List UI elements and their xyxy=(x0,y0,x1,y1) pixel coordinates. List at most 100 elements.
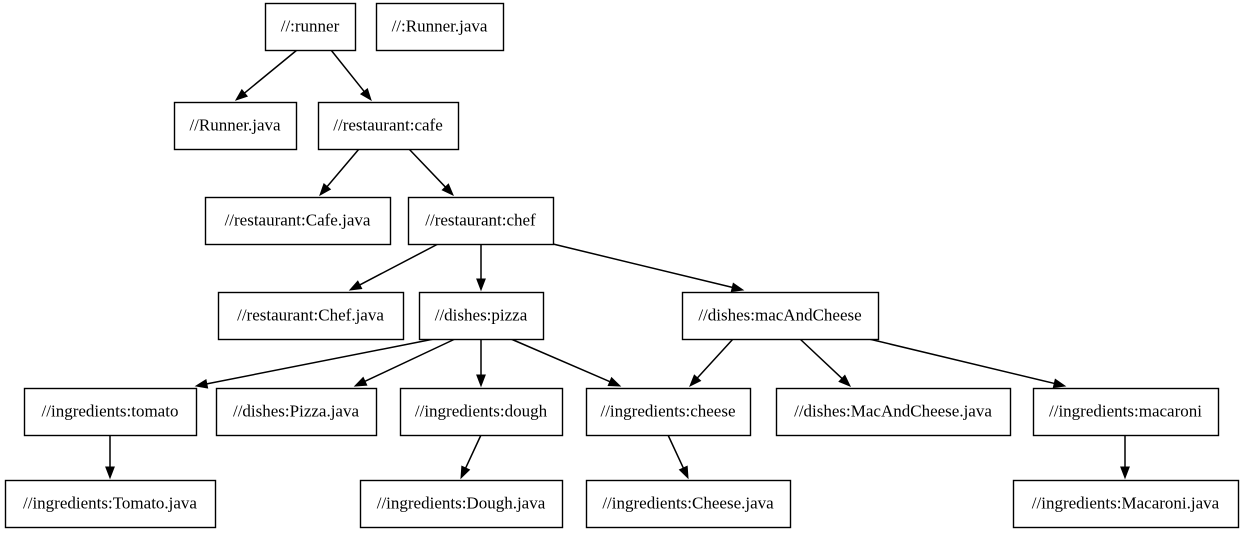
graph-node-chef_java[interactable]: //restaurant:Chef.java xyxy=(217,291,405,341)
node-label: //dishes:Pizza.java xyxy=(233,401,360,420)
edge-arrowhead xyxy=(319,183,332,197)
graph-edge xyxy=(353,338,456,387)
node-box[interactable] xyxy=(317,101,460,151)
edge-arrowhead xyxy=(1052,378,1067,389)
graph-node-macaroni_java[interactable]: //ingredients:Macaroni.java xyxy=(1012,479,1240,529)
node-label: //dishes:macAndCheese xyxy=(698,305,861,324)
graph-node-tomato_java[interactable]: //ingredients:Tomato.java xyxy=(4,479,217,529)
edge-arrowhead xyxy=(1120,466,1130,480)
edge-shaft xyxy=(244,49,298,94)
edge-shaft xyxy=(799,338,843,380)
edge-shaft xyxy=(696,338,734,379)
node-box[interactable] xyxy=(775,387,1012,437)
node-label: //ingredients:Tomato.java xyxy=(23,493,197,512)
edges-layer xyxy=(105,49,1130,480)
node-label: //restaurant:Cafe.java xyxy=(225,210,371,229)
edge-arrowhead xyxy=(105,466,115,480)
edge-arrowhead xyxy=(348,280,363,291)
edge-arrowhead xyxy=(441,183,454,197)
node-box[interactable] xyxy=(215,387,378,437)
node-label: //ingredients:cheese xyxy=(600,401,735,420)
graph-edge xyxy=(476,339,486,388)
graph-node-ing_cheese[interactable]: //ingredients:cheese xyxy=(585,387,752,437)
node-box[interactable] xyxy=(217,291,405,341)
graph-node-mac_java[interactable]: //dishes:MacAndCheese.java xyxy=(775,387,1012,437)
edge-shaft xyxy=(330,49,365,92)
graph-edge xyxy=(799,338,852,387)
node-label: //restaurant:Chef.java xyxy=(237,305,384,324)
node-box[interactable] xyxy=(585,479,792,529)
edge-shaft xyxy=(667,434,685,469)
node-label: //ingredients:Dough.java xyxy=(377,493,546,512)
node-box[interactable] xyxy=(418,291,545,341)
edge-arrowhead xyxy=(730,282,745,293)
node-label: //ingredients:macaroni xyxy=(1049,401,1202,420)
graph-edge xyxy=(330,49,372,102)
graph-edge xyxy=(408,148,454,197)
graph-node-pizza_java[interactable]: //dishes:Pizza.java xyxy=(215,387,378,437)
graph-node-dough_java[interactable]: //ingredients:Dough.java xyxy=(359,479,564,529)
node-box[interactable] xyxy=(1012,479,1240,529)
edge-shaft xyxy=(408,148,446,188)
graph-edge xyxy=(689,338,734,388)
graph-node-ing_macaroni[interactable]: //ingredients:macaroni xyxy=(1032,387,1220,437)
graph-edge xyxy=(105,435,115,480)
graph-node-dishes_pizza[interactable]: //dishes:pizza xyxy=(418,291,545,341)
node-box[interactable] xyxy=(204,196,392,246)
edge-arrowhead xyxy=(607,376,622,387)
graph-node-runner_java_root[interactable]: //:Runner.java xyxy=(375,2,505,52)
graph-edge xyxy=(319,148,360,197)
edge-shaft xyxy=(868,338,1055,385)
graph-node-runner_java[interactable]: //Runner.java xyxy=(173,101,298,151)
graph-node-cafe_java[interactable]: //restaurant:Cafe.java xyxy=(204,196,392,246)
graph-node-ing_dough[interactable]: //ingredients:dough xyxy=(399,387,564,437)
edge-arrowhead xyxy=(476,278,486,292)
node-box[interactable] xyxy=(375,2,505,52)
node-label: //ingredients:Macaroni.java xyxy=(1032,493,1220,512)
edge-arrowhead xyxy=(359,87,372,102)
edge-shaft xyxy=(552,243,733,289)
graph-edge xyxy=(348,243,439,291)
graph-edge xyxy=(1120,435,1130,480)
node-box[interactable] xyxy=(585,387,752,437)
graph-edge xyxy=(868,338,1067,389)
node-box[interactable] xyxy=(23,387,198,437)
node-box[interactable] xyxy=(681,291,880,341)
node-box[interactable] xyxy=(407,196,555,246)
edge-arrowhead xyxy=(234,88,249,101)
node-label: //ingredients:dough xyxy=(415,401,548,420)
graph-edge xyxy=(194,338,435,389)
node-label: //ingredients:Cheese.java xyxy=(602,493,774,512)
node-label: //:runner xyxy=(281,16,340,35)
graph-edge xyxy=(234,49,298,101)
graph-node-runner[interactable]: //:runner xyxy=(264,2,357,52)
graph-edge xyxy=(476,244,486,292)
graph-node-restaurant_chef[interactable]: //restaurant:chef xyxy=(407,196,555,246)
node-box[interactable] xyxy=(359,479,564,529)
edge-shaft xyxy=(206,338,435,385)
node-box[interactable] xyxy=(1032,387,1220,437)
nodes-layer: //:runner //:Runner.java //Runner.java //re… xyxy=(4,2,1240,529)
edge-shaft xyxy=(326,148,360,188)
node-label: //ingredients:tomato xyxy=(42,401,179,420)
graph-node-restaurant_cafe[interactable]: //restaurant:cafe xyxy=(317,101,460,151)
edge-arrowhead xyxy=(460,465,471,480)
edge-shaft xyxy=(464,434,482,469)
node-box[interactable] xyxy=(4,479,217,529)
edge-arrowhead xyxy=(194,378,209,389)
edge-shaft xyxy=(364,338,456,382)
edge-arrowhead xyxy=(476,374,486,388)
edge-arrowhead xyxy=(689,374,702,388)
graph-node-cheese_java[interactable]: //ingredients:Cheese.java xyxy=(585,479,792,529)
graph-node-ing_tomato[interactable]: //ingredients:tomato xyxy=(23,387,198,437)
node-label: //restaurant:cafe xyxy=(333,115,443,134)
node-box[interactable] xyxy=(264,2,357,52)
node-box[interactable] xyxy=(399,387,564,437)
graph-edge xyxy=(510,338,622,387)
edge-shaft xyxy=(510,338,611,383)
node-label: //restaurant:chef xyxy=(425,210,536,229)
node-box[interactable] xyxy=(173,101,298,151)
graph-node-dishes_mac[interactable]: //dishes:macAndCheese xyxy=(681,291,880,341)
edge-arrowhead xyxy=(353,376,368,387)
